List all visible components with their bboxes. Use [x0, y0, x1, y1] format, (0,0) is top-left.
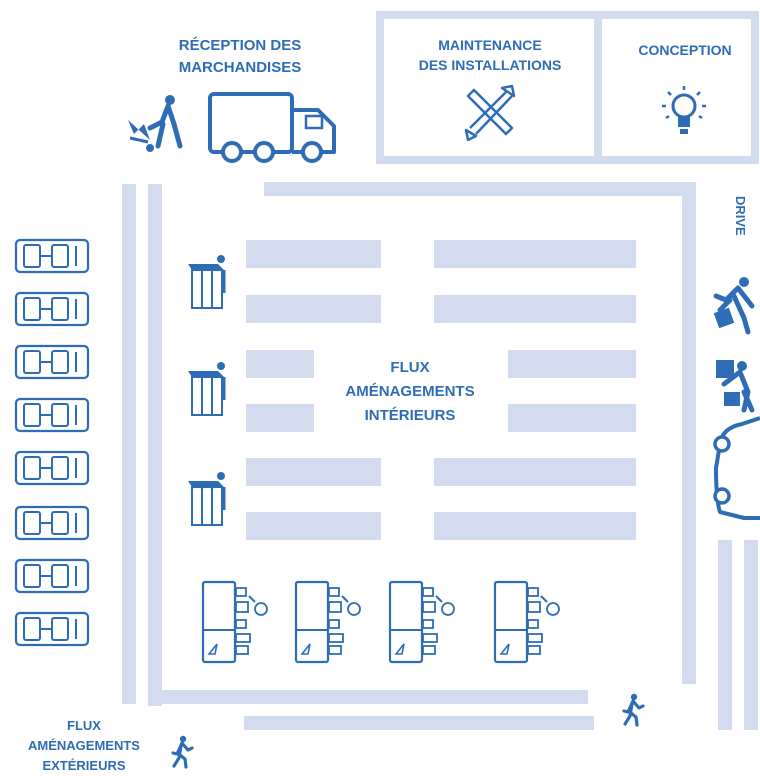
parked-car-icon [14, 397, 90, 433]
parked-car-icon [14, 344, 90, 380]
shelf-cart-icon [186, 470, 227, 527]
hand-truck-worker-icon [128, 95, 183, 152]
exterior-label-line-3: EXTÉRIEURS [42, 758, 125, 773]
checkout-counters [201, 580, 561, 664]
parked-car-icon [14, 558, 90, 594]
delivery-truck-icon [208, 92, 336, 163]
conception-label: CONCEPTION [638, 42, 731, 58]
walking-person-icon [171, 734, 194, 769]
interior-label-line-3: INTÉRIEURS [365, 407, 456, 424]
car-side-icon [713, 416, 760, 520]
shelf-carts [186, 253, 227, 527]
exterior-label-line-2: AMÉNAGEMENTS [28, 738, 140, 753]
maintenance-label-line-2: DES INSTALLATIONS [419, 57, 562, 73]
parked-car-icon [14, 238, 90, 274]
parked-car-icon [14, 505, 90, 541]
exterior-label-line-1: FLUX [67, 718, 101, 733]
shelf-cart-icon [186, 360, 227, 417]
maintenance-conception-block [376, 11, 759, 164]
store-aisles [246, 240, 636, 540]
checkout-counter-icon [388, 580, 456, 664]
shelf-cart-icon [186, 253, 227, 310]
wrench-screwdriver-icon [464, 84, 516, 142]
interior-label-line-1: FLUX [390, 359, 429, 376]
worker-loading-box-icon [716, 360, 755, 413]
drive-label: DRIVE [733, 196, 748, 236]
parked-car-icon [14, 450, 90, 486]
parked-car-icon [14, 291, 90, 327]
maintenance-label-line-1: MAINTENANCE [438, 37, 541, 53]
checkout-counter-icon [493, 580, 561, 664]
checkout-counter-icon [294, 580, 362, 664]
light-bulb-icon [662, 86, 706, 134]
reception-label-line-1: RÉCEPTION DES [179, 37, 302, 54]
parking-area [14, 238, 90, 647]
interior-label-line-2: AMÉNAGEMENTS [345, 383, 474, 400]
parked-car-icon [14, 611, 90, 647]
reception-label-line-2: MARCHANDISES [179, 59, 302, 76]
worker-carrying-box-icon [713, 277, 755, 335]
walking-person-icon [622, 692, 645, 727]
corridors [122, 182, 758, 730]
checkout-counter-icon [201, 580, 269, 664]
